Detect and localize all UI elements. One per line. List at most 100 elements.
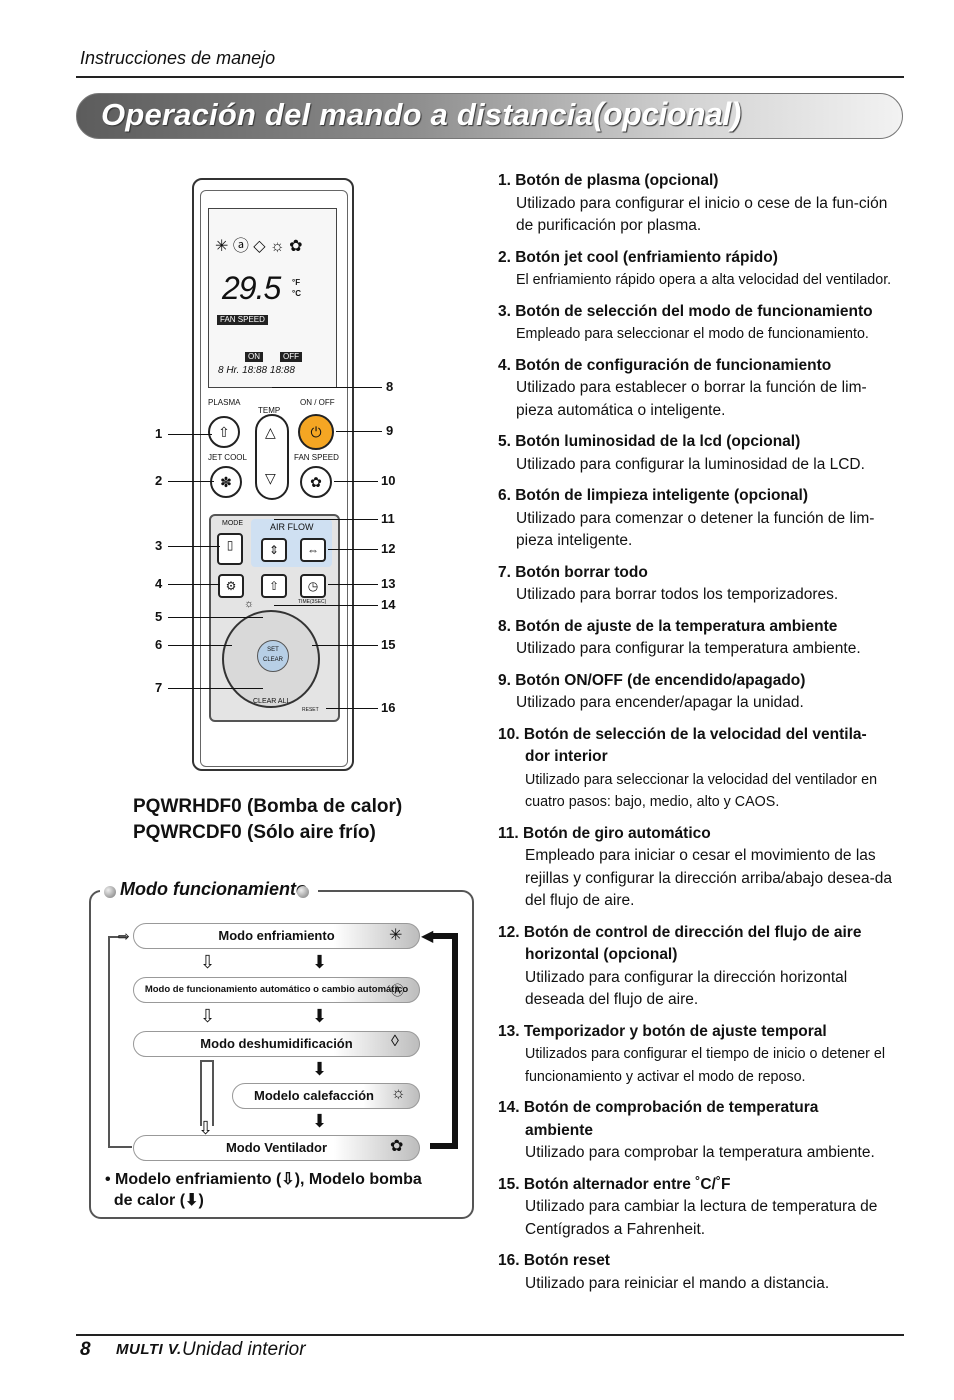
item-description: Utilizado para configurar la temperatura… [516,640,861,657]
mode-dehumidify-label: Modo deshumidificación [200,1036,353,1051]
item-description: El enfriamiento rápido opera a alta velo… [516,272,892,288]
page-number: 8 [80,1339,91,1360]
model-heat-pump: PQWRHDF0 (Bomba de calor) [133,796,403,817]
item-heading: 15. Botón alternador entre ˚C/˚F [498,1175,731,1193]
loop-line-left [108,936,110,1146]
long-arrow-down-icon: ⇩ [198,1118,214,1138]
onoff-label: ON / OFF [300,398,335,407]
jetcool-label: JET COOL [208,453,247,462]
mode-label: MODE [222,520,243,527]
arrow-outline-down-icon: ⇩ [200,952,216,972]
item-heading-cont: horizontal (opcional) [525,946,678,963]
lcd-unit-f: °F [292,278,301,287]
list-item: 6. Botón de limpieza inteligente (opcion… [498,485,898,553]
lcd-on: ON [245,352,263,362]
operation-mode-title-bg [100,878,318,904]
list-item: 1. Botón de plasma (opcional)Utilizado p… [498,170,898,238]
power-button: ⏻ [298,414,334,450]
callout-9-line [336,431,382,432]
mode-fan: Modo Ventilador [133,1135,420,1161]
callout-5-line [168,617,263,618]
operation-mode-title: Modo funcionamiento [120,879,307,899]
arrow-filled-down-icon: ⬇ [312,1059,328,1079]
callout-4-line [168,584,220,585]
item-heading: 16. Botón reset [498,1252,610,1269]
item-description: Utilizado para comprobar la temperatura … [525,1144,875,1161]
jetcool-button: ✽ [210,466,242,498]
fanspeed-button: ✿ [300,466,332,498]
clear-label: CLEAR [262,657,283,663]
item-description: Utilizado para establecer o borrar la fu… [516,379,867,419]
auto-ai-icon: Ⓐ [391,983,405,998]
list-item: 8. Botón de ajuste de la temperatura amb… [498,616,898,661]
item-heading: 1. Botón de plasma (opcional) [498,172,719,189]
callout-5: 5 [155,609,163,624]
loop-line-bottom [108,1146,132,1148]
callout-14: 14 [381,597,396,612]
item-heading-cont: ambiente [525,1121,594,1139]
temp-up-icon: △ [265,424,276,440]
callout-2-line [168,481,214,482]
callout-6: 6 [155,637,163,652]
callout-10: 10 [381,473,396,488]
callout-11-line [274,519,378,520]
outline-arrow-legend-icon: ⇩ [281,1171,295,1188]
lcd-fan-speed: FAN SPEED [217,315,268,325]
item-description: Utilizado para configurar la dirección h… [525,968,848,1009]
filled-arrow-legend-icon: ⬇ [185,1192,199,1209]
footer-rule [76,1334,904,1336]
callout-16-line [326,708,378,709]
plasma-button: ⇧ [208,416,240,448]
mode-heating-label: Modelo calefacción [254,1088,374,1103]
title-bar [76,93,903,139]
item-description: Utilizados para configurar el tiempo de … [525,1046,886,1085]
button-description-list: 1. Botón de plasma (opcional) Utilizado p… [498,170,898,1304]
callout-14-line [274,605,378,606]
list-item: 10. Botón de selección de la velocidad d… [498,724,898,814]
list-item: 12. Botón de control de dirección del fl… [498,922,898,1012]
item-heading: 8. Botón de ajuste de la temperatura amb… [498,617,838,635]
arrow-filled-down-icon: ⬇ [312,952,328,972]
heat-loop-bottom [430,1143,458,1149]
snowflake-icon: ✳ [389,927,403,944]
fan-icon: ✿ [390,1138,404,1155]
water-drop-icon: ◊ [391,1033,399,1050]
heat-loop-top [430,933,458,939]
mode-button: ▯ [217,533,243,565]
mode-heating: Modelo calefacción [232,1083,420,1109]
callout-12-line [328,549,378,550]
multi-v-logo: MULTI V. [116,1341,182,1358]
mode-auto: Modo de funcionamiento automático o camb… [133,977,420,1003]
callout-15: 15 [381,637,396,652]
list-item: 13. Temporizador y botón de ajuste tempo… [498,1021,898,1089]
item-heading: 10. Botón de selección de la velocidad d… [498,725,867,743]
sun-icon: ☼ [391,1085,406,1102]
list-item: 2. Botón jet cool (enfriamiento rápido)E… [498,247,898,292]
callout-8-line [272,387,382,388]
item-description: Utilizado para encender/apagar la unidad… [516,694,804,711]
title-main: Operación del mando a distancia [101,97,593,132]
item-heading: 11. Botón de giro automático [498,824,711,842]
temp-rocker [255,414,289,500]
model-cooling-only: PQWRCDF0 (Sólo aire frío) [133,822,376,843]
loop-line-top [108,936,128,938]
item-heading: 6. Botón de limpieza inteligente (opcion… [498,487,809,504]
item-heading: 5. Botón luminosidad de la lcd (opcional… [498,433,801,450]
arrow-filled-down-icon: ⬇ [312,1006,328,1026]
loop-arrow-icon: ⇨ [118,928,130,944]
section-label: Instrucciones de manejo [80,48,276,68]
function-setting-button: ⚙ [218,574,244,598]
item-description: Empleado para seleccionar el modo de fun… [516,326,869,342]
callout-3-line [168,546,220,547]
callout-2: 2 [155,473,163,488]
time-label: TIME(3SEC) [298,599,327,605]
arrow-outline-down-icon: ⇩ [200,1006,216,1026]
lcd-unit-c: °C [292,289,301,298]
callout-13: 13 [381,576,396,591]
room-temp-button: ⇧ [261,574,287,598]
callout-1-line [168,434,212,435]
callout-7-line [168,688,263,689]
list-item: 5. Botón luminosidad de la lcd (opcional… [498,431,898,476]
